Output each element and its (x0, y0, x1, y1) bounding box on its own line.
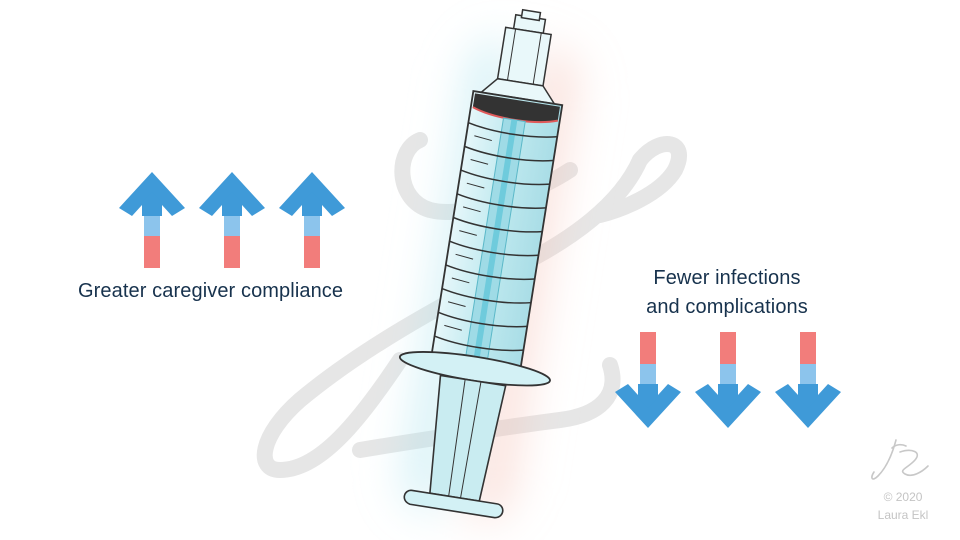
copyright-year: © 2020 (883, 490, 923, 504)
infections-label: Fewer infections and complications (612, 264, 842, 322)
infections-label-line2: and complications (646, 296, 808, 318)
compliance-label: Greater caregiver compliance (78, 280, 344, 302)
plunger-thumb-press (403, 489, 504, 519)
author-name: Laura Ekl (877, 508, 929, 522)
infections-label-line1: Fewer infections (653, 267, 801, 289)
graduation-marks (434, 121, 558, 352)
